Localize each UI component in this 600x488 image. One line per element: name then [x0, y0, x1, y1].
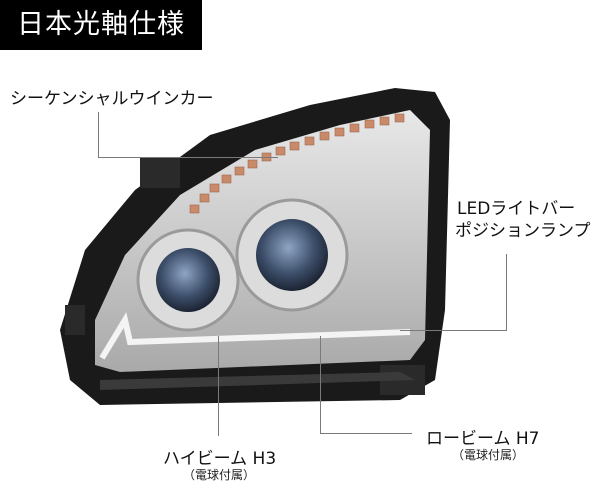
spec-title-banner: 日本光軸仕様 — [0, 0, 202, 50]
leader-line-winker-h — [98, 157, 278, 158]
leader-line-winker-v — [98, 112, 99, 157]
callout-low-beam-note: （電球付属） — [452, 448, 525, 462]
headlight-image — [60, 88, 450, 405]
callout-position-lamp: ポジションランプ — [455, 221, 591, 241]
callout-low-beam: ロービーム H7 — [426, 429, 540, 449]
leader-line-ledbar-h — [400, 330, 507, 331]
leader-line-lowbeam-v — [320, 336, 321, 433]
callout-sequential-winker: シーケンシャルウインカー — [10, 89, 214, 109]
leader-line-lowbeam-h — [320, 433, 412, 434]
callout-high-beam-note: （電球付属） — [183, 468, 256, 482]
callout-led-light-bar: LEDライトバー — [457, 199, 576, 219]
callout-high-beam: ハイビーム H3 — [163, 449, 277, 469]
leader-line-highbeam — [218, 336, 219, 436]
leader-line-ledbar-v — [506, 254, 507, 330]
